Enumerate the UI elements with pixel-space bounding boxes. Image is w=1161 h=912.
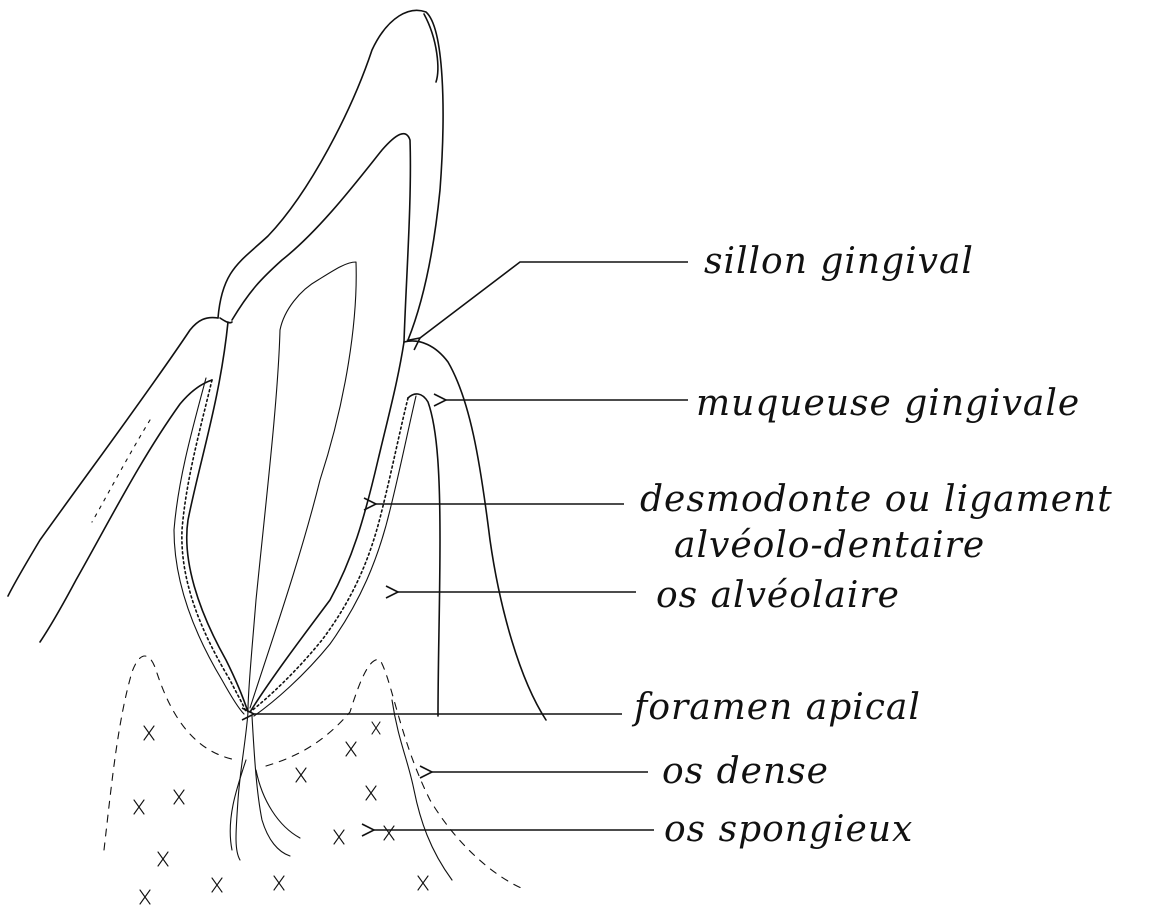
enamel-line [232,134,410,342]
label-desmodonte-line2: alvéolo-dentaire [674,528,985,564]
x-mark [296,768,306,782]
dense-bone-left [104,656,236,850]
x-mark [366,786,376,800]
x-mark [134,800,144,814]
spongy-bone-marks [134,722,428,904]
label-muqueuse-gingivale: muqueuse gingivale [696,386,1080,422]
label-foramen-apical: foramen apical [634,690,921,726]
gum-left-dotted [92,420,150,522]
x-mark [418,876,428,890]
crown-right-edge [424,14,438,82]
root-left-outline [187,322,248,712]
ligament-right [250,398,408,712]
gum-left-notch [220,318,232,323]
ligament-left [182,380,246,712]
pulp-canal-left [248,330,280,710]
root-right-outline [250,342,404,712]
x-mark [212,878,222,892]
dense-bone-wave [392,700,452,880]
gum-left-top [8,318,218,597]
apex-vessel-2 [252,716,290,856]
pulp-chamber [250,262,356,708]
ligament-right-edge [254,396,416,716]
alveolar-bone-right [408,394,440,716]
leader-sillon [420,262,688,338]
x-mark [158,852,168,866]
label-os-dense: os dense [662,754,829,790]
label-desmodonte-line1: desmodonte ou ligament [640,482,1113,518]
label-os-alveolaire: os alvéolaire [656,578,900,614]
x-mark [274,876,284,890]
x-mark [174,790,184,804]
x-mark [140,890,150,904]
x-mark [334,830,344,844]
x-mark [144,726,154,740]
x-mark [372,722,380,734]
x-mark [346,742,356,756]
x-mark [384,826,394,840]
label-sillon-gingival: sillon gingival [704,244,974,280]
apex-vessel-4 [256,770,300,838]
dense-bone-middle [266,660,526,890]
label-os-spongieux: os spongieux [664,812,913,848]
